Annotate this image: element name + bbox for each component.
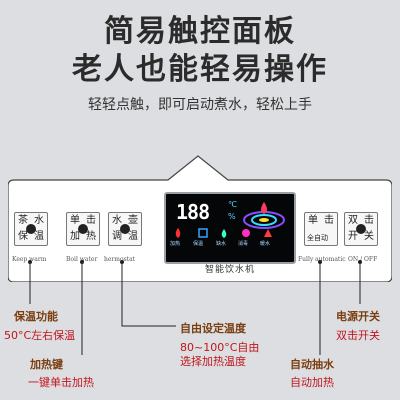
thermostat-button[interactable]: 水 壶 调 温: [108, 212, 142, 246]
touch-point-icon: [356, 224, 366, 234]
status-icons: [175, 228, 272, 238]
thermostat-caption: hermostat: [104, 256, 136, 263]
temp-desc-1: 80~100°C自由: [180, 341, 260, 354]
key-char: 保: [18, 231, 28, 242]
brand-label: 智能饮水机: [204, 265, 255, 275]
key-char: 击: [324, 215, 334, 226]
key-char: 水: [34, 215, 44, 226]
keep-warm-caption: Keep warm: [12, 256, 47, 263]
key-char: 加: [70, 231, 80, 242]
touch-point-icon: [78, 224, 88, 234]
temperature-digits: 188: [176, 200, 210, 224]
keep-warm-title: 保温功能: [14, 310, 58, 323]
power-caption: ON / OFF: [348, 256, 378, 263]
key-char: 单: [308, 215, 318, 226]
key-char: 温: [34, 231, 44, 242]
boil-water-caption: Boil water: [66, 256, 98, 263]
display-label: 消毒: [238, 241, 249, 247]
boil-desc: 一键单击加热: [28, 376, 94, 389]
headline-line-2: 老人也能轻易操作: [72, 52, 328, 87]
key-char: 热: [86, 231, 96, 242]
auto-title: 自动抽水: [290, 358, 334, 371]
keep-warm-desc: 50°C左右保温: [4, 329, 76, 342]
key-char: 双: [348, 215, 358, 226]
touch-point-icon: [120, 224, 130, 234]
key-char: 开: [348, 231, 358, 242]
celsius-unit: ℃: [228, 200, 237, 209]
auto-fill-button[interactable]: 单 击 全自动: [304, 212, 338, 246]
power-title: 电源开关: [336, 310, 380, 323]
power-desc: 双击开关: [336, 329, 380, 342]
key-char: 水: [112, 215, 122, 226]
lcd-display: 188 ℃ % 加热 保温 缺水 消毒 暖水: [164, 192, 296, 264]
display-label: 缺水: [216, 241, 227, 247]
key-char: 温: [128, 231, 138, 242]
auto-desc: 自动加热: [290, 376, 334, 389]
display-label: 加热: [170, 241, 181, 247]
temp-desc-2: 选择加热温度: [180, 355, 246, 368]
auto-fill-caption: Fully automatic: [298, 256, 346, 263]
key-char: 单: [70, 215, 80, 226]
keep-warm-button[interactable]: 茶 水 保 温: [14, 212, 48, 246]
power-button[interactable]: 双 击 开 关: [344, 212, 378, 246]
display-label: 保温: [193, 241, 204, 247]
headline-line-1: 简易触控面板: [104, 14, 296, 49]
key-center-label: 全自动: [307, 234, 328, 242]
subline: 轻轻点触，即可启动煮水，轻松上手: [88, 97, 312, 113]
key-char: 茶: [18, 215, 28, 226]
temp-title: 自由设定温度: [180, 322, 246, 335]
boil-title: 加热键: [30, 358, 63, 371]
key-char: 击: [364, 215, 374, 226]
control-panel: 茶 水 保 温 Keep warm 单 击 加 热 Boil water 水 壶…: [8, 152, 392, 282]
boil-water-button[interactable]: 单 击 加 热: [66, 212, 100, 246]
water-ripple-icon: [243, 202, 285, 229]
key-char: 壶: [128, 215, 138, 226]
display-label: 暖水: [260, 241, 271, 247]
touch-point-icon: [26, 224, 36, 234]
percent-unit: %: [228, 212, 236, 221]
key-char: 调: [112, 231, 122, 242]
key-char: 关: [364, 231, 374, 242]
key-char: 击: [86, 215, 96, 226]
